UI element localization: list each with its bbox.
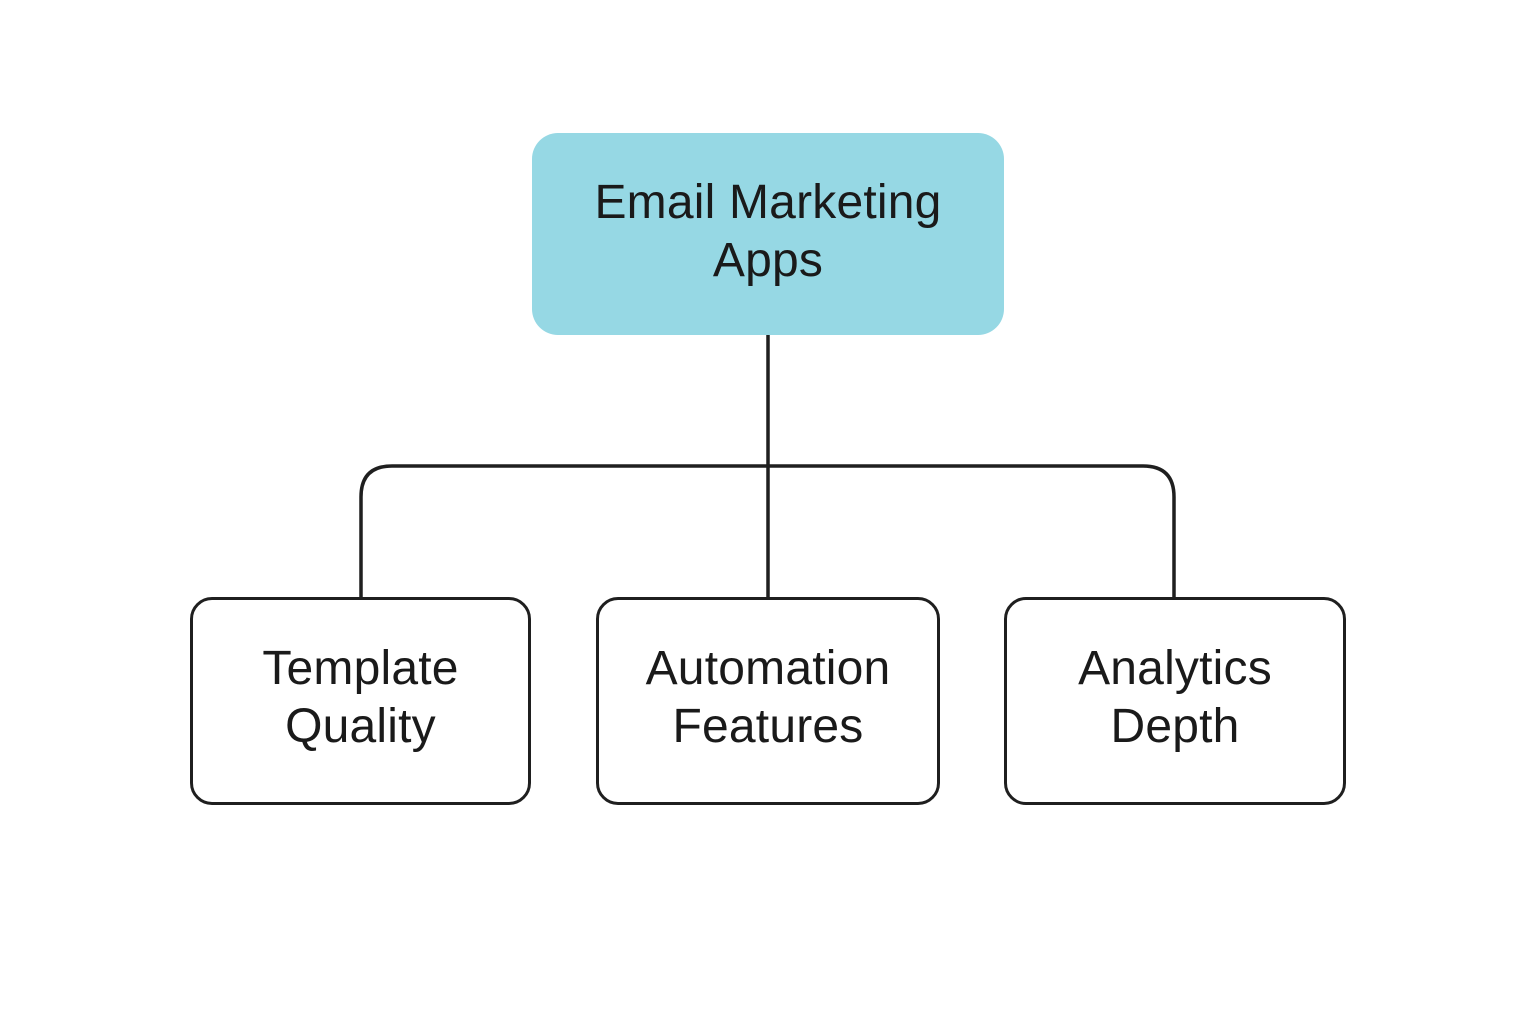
child-node-label: Analytics Depth [1078,642,1272,753]
child-node-analytics-depth: Analytics Depth [1004,597,1346,805]
child-node-template-quality: Template Quality [190,597,531,805]
child-node-automation-features: Automation Features [596,597,940,805]
child-node-label: Template Quality [262,642,459,753]
horizontal-branch [359,464,1176,599]
root-node-label: Email Marketing Apps [594,176,942,287]
root-node: Email Marketing Apps [532,133,1004,335]
child-node-label: Automation Features [645,642,891,753]
